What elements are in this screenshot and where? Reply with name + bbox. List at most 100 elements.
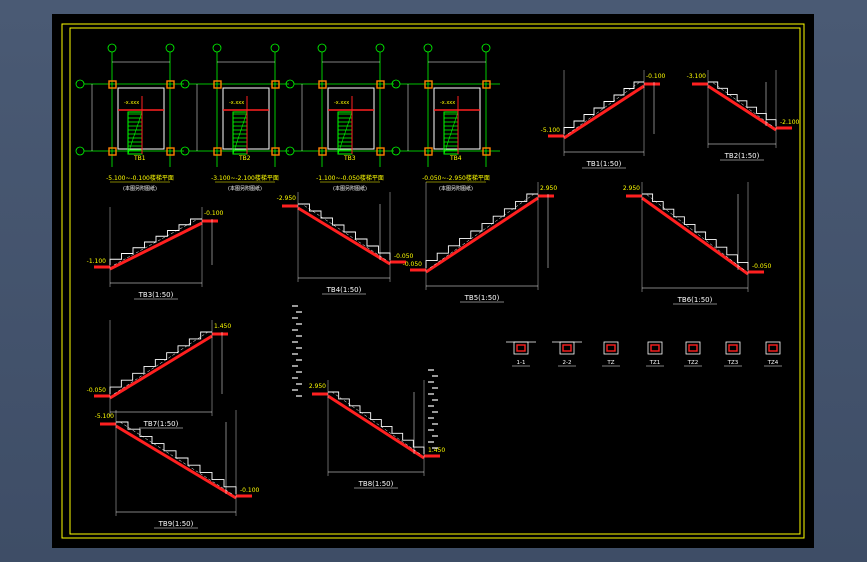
section-title: TB2(1:50) bbox=[724, 152, 760, 160]
column bbox=[108, 147, 117, 156]
column bbox=[166, 80, 175, 89]
elevation-bottom-label: -0.050 bbox=[394, 253, 414, 260]
axis-bubble bbox=[75, 79, 85, 89]
break-line bbox=[337, 111, 353, 155]
axis-bubble bbox=[375, 43, 385, 53]
detail-rebar bbox=[606, 344, 616, 352]
column bbox=[271, 80, 280, 89]
detail-outline bbox=[765, 341, 781, 355]
plan-caption: -0.050~-2.950楼梯平面 bbox=[422, 174, 490, 182]
stair-drawing-sheet: -x.xxxTB1-5.100~-0.100楼梯平面(本图另附图纸)-x.xxx… bbox=[61, 23, 805, 539]
section-title: TB3(1:50) bbox=[138, 291, 174, 299]
plan-subcaption: (本图另附图纸) bbox=[439, 185, 473, 192]
section-title: TB9(1:50) bbox=[158, 520, 194, 528]
elevation-bottom-label: -5.100 bbox=[541, 127, 561, 134]
stair-wall bbox=[433, 87, 481, 150]
detail-outline bbox=[647, 341, 663, 355]
detail-rebar bbox=[516, 344, 526, 352]
plan-caption: -5.100~-0.100楼梯平面 bbox=[106, 174, 174, 182]
elevation-bottom-label: -1.100 bbox=[87, 258, 107, 265]
detail-outline bbox=[513, 341, 529, 355]
stair-slab bbox=[425, 196, 539, 274]
plan-caption: -1.100~-0.050楼梯平面 bbox=[316, 174, 384, 182]
axis-bubble bbox=[285, 146, 295, 156]
detail-label: TZ4 bbox=[767, 360, 779, 366]
column bbox=[376, 147, 385, 156]
break-line bbox=[232, 111, 248, 155]
plan-views: -x.xxxTB1-5.100~-0.100楼梯平面(本图另附图纸)-x.xxx… bbox=[75, 43, 500, 192]
step-profile bbox=[708, 81, 777, 126]
column bbox=[271, 147, 280, 156]
stair-slab bbox=[297, 206, 391, 266]
elevation-top-label: 2.950 bbox=[309, 383, 326, 390]
elevation-bottom-label: -0.100 bbox=[240, 487, 260, 494]
axis-bubble bbox=[423, 43, 433, 53]
detail-rebar bbox=[728, 344, 738, 352]
detail-label: 1-1 bbox=[517, 360, 526, 366]
detail-1: 1-1 bbox=[506, 341, 536, 367]
detail-outline bbox=[603, 341, 619, 355]
axis-bubble bbox=[107, 43, 117, 53]
stair-wall bbox=[222, 87, 270, 150]
plan-elev-label: -x.xxx bbox=[334, 100, 349, 106]
plan-tb-label: TB1 bbox=[133, 155, 146, 162]
section-title: TB5(1:50) bbox=[464, 294, 500, 302]
axis-bubble bbox=[317, 43, 327, 53]
column bbox=[318, 147, 327, 156]
elevation-top-label: 2.950 bbox=[623, 185, 640, 192]
plan-caption: -3.100~-2.100楼梯平面 bbox=[211, 174, 279, 182]
detail-5: TZ2 bbox=[684, 341, 702, 367]
detail-outline bbox=[685, 341, 701, 355]
elevation-top-label: -0.100 bbox=[646, 73, 666, 80]
detail-3: TZ bbox=[602, 341, 620, 367]
axis-bubble bbox=[270, 43, 280, 53]
section-title: TB1(1:50) bbox=[586, 160, 622, 168]
column bbox=[482, 80, 491, 89]
detail-label: TZ2 bbox=[687, 360, 699, 366]
plan-elev-label: -x.xxx bbox=[229, 100, 244, 106]
plan-tb-label: TB4 bbox=[449, 155, 462, 162]
axis-bubble bbox=[212, 43, 222, 53]
column bbox=[213, 80, 222, 89]
detail-6: TZ3 bbox=[724, 341, 742, 367]
axis-bubble bbox=[75, 146, 85, 156]
axis-bubble bbox=[180, 146, 190, 156]
detail-7: TZ4 bbox=[764, 341, 782, 367]
detail-label: TZ bbox=[606, 360, 614, 366]
break-line bbox=[443, 111, 459, 155]
elevation-bottom-label: -0.050 bbox=[87, 387, 107, 394]
elevation-top-label: 1.450 bbox=[214, 323, 231, 330]
column bbox=[166, 147, 175, 156]
column bbox=[424, 80, 433, 89]
plan-tb-label: TB3 bbox=[343, 155, 356, 162]
plan-subcaption: (本图另附图纸) bbox=[333, 185, 367, 192]
section-title: TB7(1:50) bbox=[143, 420, 179, 428]
stair-slab bbox=[109, 334, 213, 400]
rebar-line bbox=[331, 391, 421, 455]
elevation-bottom-label: -2.100 bbox=[780, 119, 800, 126]
step-profile bbox=[563, 81, 644, 134]
stair-slab bbox=[115, 424, 237, 500]
column bbox=[213, 147, 222, 156]
axis-bubble bbox=[165, 43, 175, 53]
detail-rebar bbox=[562, 344, 572, 352]
plan-subcaption: (本图另附图纸) bbox=[123, 185, 157, 192]
stair-slab bbox=[641, 196, 749, 276]
section-views: -0.100-5.100TB1(1:50)-3.100-2.100TB2(1:5… bbox=[87, 70, 800, 529]
detail-rebar bbox=[650, 344, 660, 352]
stair-slab bbox=[109, 221, 203, 271]
column bbox=[376, 80, 385, 89]
column bbox=[318, 80, 327, 89]
